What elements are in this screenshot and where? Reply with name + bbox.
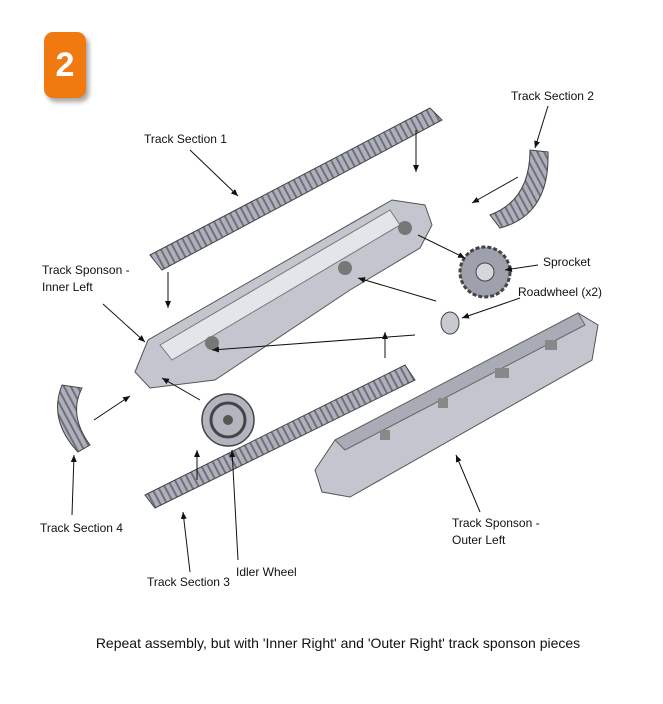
roadwheel-part [440,311,460,335]
track-section-4-part [57,384,91,453]
label-roadwheel: Roadwheel (x2) [518,285,603,299]
track-section-3-part [144,364,416,509]
label-idler-wheel: Idler Wheel [236,565,297,579]
step-number-badge: 2 [44,32,86,98]
label-inner-left-line2: Inner Left [42,280,93,294]
label-inner-left-line1: Track Sponson - [42,263,130,277]
track-section-1-part [149,107,443,271]
label-track-section-2: Track Section 2 [511,89,594,103]
label-track-section-4: Track Section 4 [40,521,123,535]
track-section-2-part [489,149,549,229]
label-track-section-1: Track Section 1 [144,132,227,146]
instruction-caption: Repeat assembly, but with 'Inner Right' … [95,635,581,651]
label-sprocket: Sprocket [543,255,591,269]
label-outer-left-line2: Outer Left [452,533,506,547]
label-track-section-3: Track Section 3 [147,575,230,589]
label-inner-left: Track Sponson - Inner Left [42,262,130,296]
label-outer-left-line1: Track Sponson - [452,516,540,530]
label-outer-left: Track Sponson - Outer Left [452,515,540,549]
